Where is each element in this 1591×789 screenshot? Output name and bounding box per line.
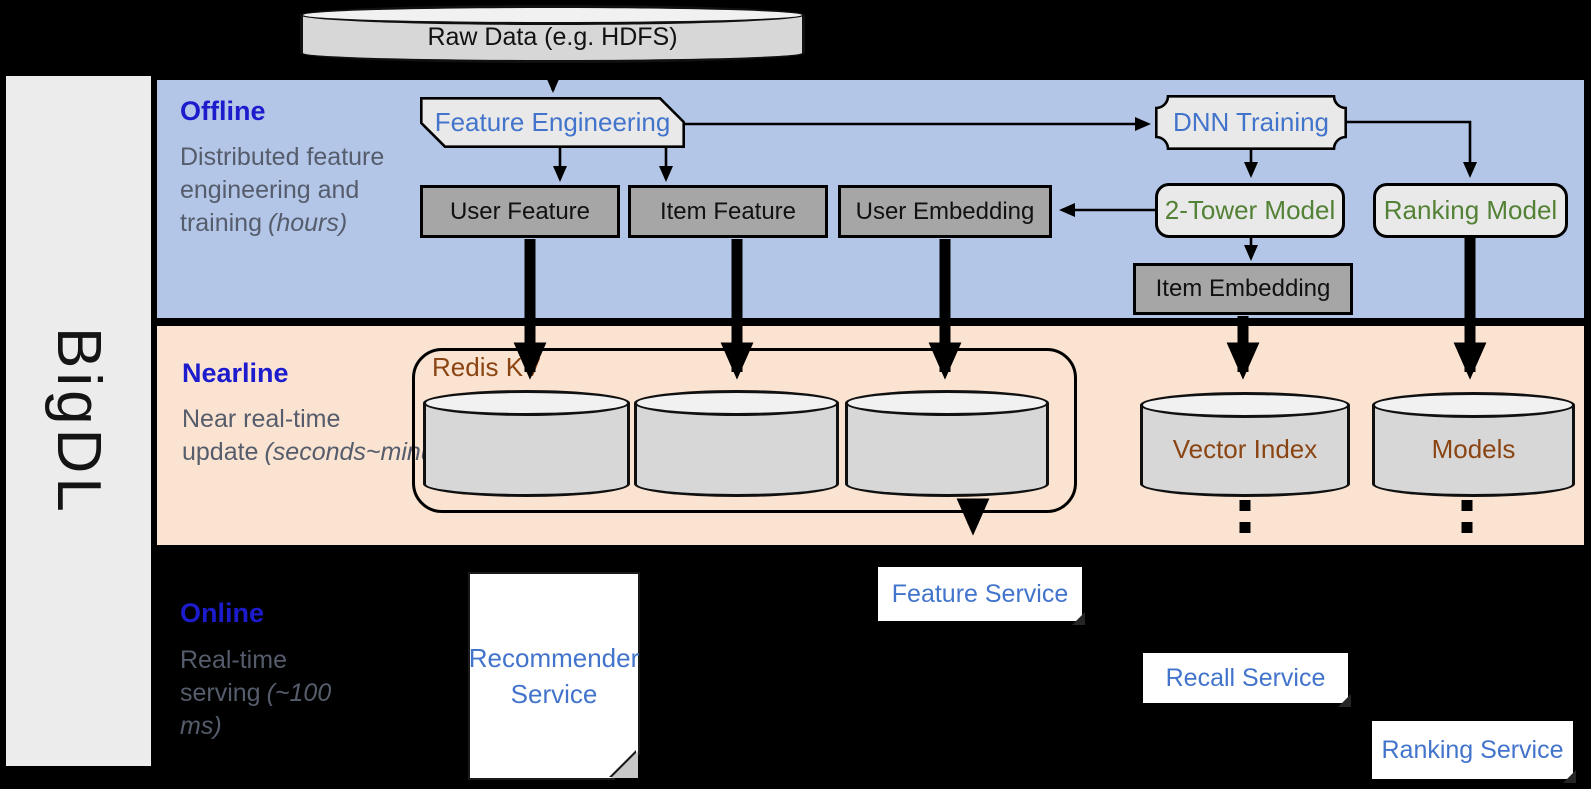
online-description-text: Real-time serving (180, 646, 287, 707)
vector-index-cylinder-top (1140, 392, 1350, 418)
redis-cylinder-3 (845, 390, 1049, 497)
recommender-service-folded-corner-icon (611, 751, 638, 778)
feature-engineering-label: Feature Engineering (434, 107, 671, 137)
bigdl-brand-label: BigDL (44, 326, 113, 516)
redis-cylinder-2 (634, 390, 839, 497)
online-description: Real-time serving(~100 ms) (180, 644, 331, 743)
raw-data-label: Raw Data (e.g. HDFS) (427, 23, 678, 51)
ranking-service-box: Ranking Service (1372, 721, 1576, 783)
feature-engineering-shape (420, 97, 685, 148)
nearline-title: Nearline (182, 358, 289, 388)
raw-data-cylinder: Raw Data (e.g. HDFS) (300, 5, 805, 63)
recall-service-box: Recall Service (1143, 653, 1351, 707)
models-cylinder-body: Models (1372, 405, 1575, 497)
redis-cylinder-3-body (845, 403, 1049, 497)
models-cylinder: Models (1372, 392, 1575, 497)
recall-service-folded-corner-icon (1338, 694, 1351, 707)
redis-cylinder-2-body (634, 403, 839, 497)
redis-cylinder-1 (423, 390, 630, 497)
raw-data-cylinder-top (300, 5, 805, 25)
nearline-description: Near real-time update(seconds~minutes) (182, 403, 476, 469)
ranking-service-label: Ranking Service (1381, 735, 1564, 764)
vector-index-cylinder-body: Vector Index (1140, 405, 1350, 497)
feature-service-folded-corner-icon (1072, 612, 1085, 625)
user-embedding-box: User Embedding (838, 185, 1052, 238)
vector-index-label: Vector Index (1172, 434, 1318, 464)
dnn-training-label: DNN Training (1172, 107, 1330, 137)
ranking-model-box: Ranking Model (1373, 183, 1568, 238)
models-label: Models (1431, 434, 1516, 464)
redis-cylinder-3-top (845, 390, 1049, 416)
redis-cylinder-1-top (423, 390, 630, 416)
online-description-italic: (~100 ms) (180, 679, 332, 740)
offline-description-italic: (hours) (268, 209, 348, 237)
redis-kv-label: Redis KV (432, 352, 541, 382)
feature-service-label: Feature Service (891, 579, 1069, 608)
recall-service-label: Recall Service (1165, 663, 1326, 692)
bigdl-sidebar: BigDL (6, 76, 151, 766)
vector-index-cylinder: Vector Index (1140, 392, 1350, 497)
user-feature-box: User Feature (420, 185, 620, 238)
offline-title: Offline (180, 96, 266, 126)
online-title: Online (180, 598, 265, 628)
redis-cylinder-1-body (423, 403, 630, 497)
nearline-description-text: Near real-time update (182, 405, 341, 466)
offline-description-text: Distributed feature engineering and trai… (180, 143, 385, 237)
item-feature-box: Item Feature (628, 185, 828, 238)
redis-cylinder-2-top (634, 390, 839, 416)
two-tower-model-box: 2-Tower Model (1155, 183, 1345, 238)
offline-description: Distributed feature engineering and trai… (180, 141, 408, 240)
feature-service-box: Feature Service (878, 567, 1085, 625)
dnn-training-shape (1155, 95, 1347, 150)
item-embedding-box: Item Embedding (1133, 263, 1353, 315)
ranking-service-folded-corner-icon (1563, 770, 1576, 783)
recommender-service-doc: Recommender Service (468, 572, 640, 780)
models-cylinder-top (1372, 392, 1575, 418)
